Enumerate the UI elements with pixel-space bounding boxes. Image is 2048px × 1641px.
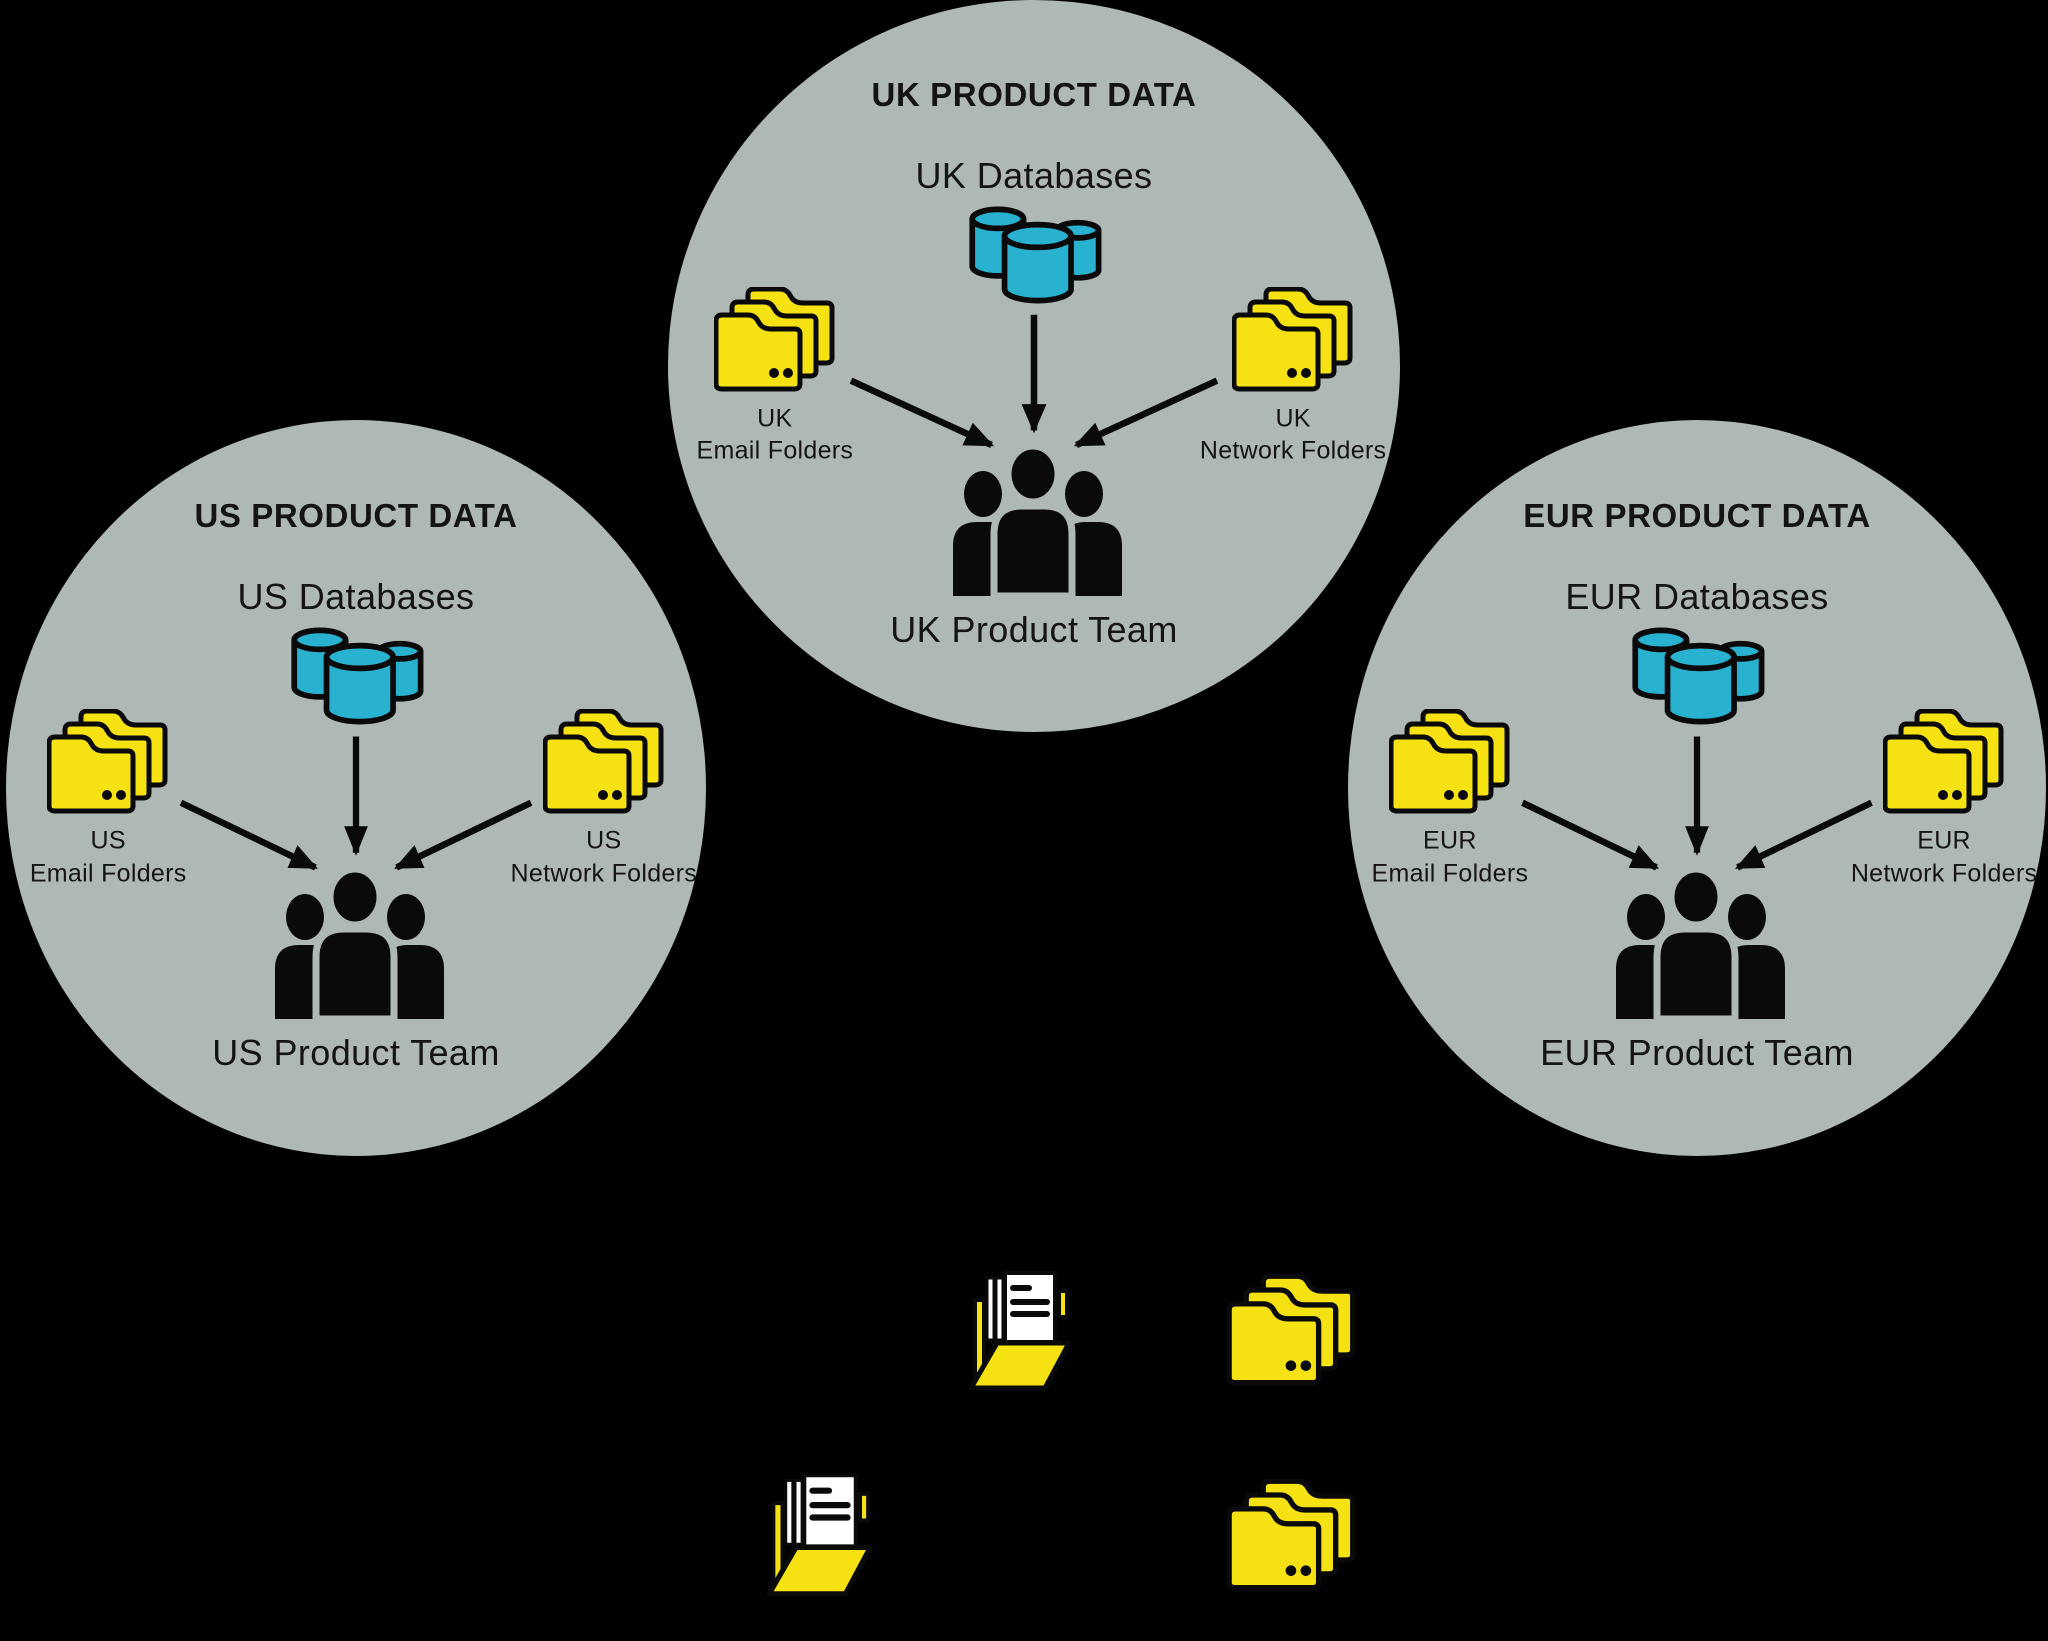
network-folders-label-line2: Network Folders [1199,436,1387,465]
database-icon [958,203,1110,306]
region-circle-us: US PRODUCT DATA US Databases US Email Fo… [6,420,706,1156]
region-title: US PRODUCT DATA [194,496,518,534]
network-folders-label: US Network Folders [450,825,758,890]
team-label: UK Product Team [890,608,1178,650]
databases-label: UK Databases [915,154,1153,196]
open-folder-documents-icon [968,1266,1090,1392]
email-folders-label: UK Email Folders [614,402,936,467]
network-folder-stack-icon [1232,287,1354,393]
email-folders-label-line2: Email Folders [29,859,187,888]
team-people-icon [945,444,1123,596]
network-folder-stack-icon [1883,709,2005,815]
network-folders-label-line2: Network Folders [1850,859,2038,888]
database-icon [280,625,432,728]
databases-label: EUR Databases [1565,575,1829,617]
network-folders-label-line1: EUR [1917,826,1971,855]
database-icon [1621,625,1773,728]
email-folders-label-line1: UK [757,404,793,433]
email-folder-stack-icon [47,709,169,815]
folder-stack-icon [1227,1274,1357,1387]
databases-label: US Databases [237,575,475,617]
open-folder-documents-icon [766,1468,892,1598]
network-folders-label: UK Network Folders [1132,402,1454,467]
email-folders-label-line1: EUR [1423,826,1477,855]
network-folders-label-line1: US [586,826,622,855]
network-folders-label-line2: Network Folders [510,859,698,888]
team-people-icon [1608,867,1786,1019]
region-circle-eur: EUR PRODUCT DATA EUR Databases EUR Email… [1348,420,2046,1156]
email-folders-label-line1: US [90,826,126,855]
email-folders-label-line2: Email Folders [696,436,854,465]
data-flow-arrows [179,736,533,871]
team-label: EUR Product Team [1540,1031,1854,1073]
team-label: US Product Team [212,1031,500,1073]
email-folder-stack-icon [1389,709,1511,815]
folder-stack-icon [1227,1479,1357,1592]
region-title: UK PRODUCT DATA [871,76,1197,114]
email-folders-label: US Email Folders [0,825,262,890]
email-folder-stack-icon [714,287,836,393]
region-circle-uk: UK PRODUCT DATA UK Databases UK Email Fo… [668,0,1400,732]
team-people-icon [267,867,445,1019]
data-flow-arrows [849,314,1219,449]
data-flow-arrows [1521,736,1873,871]
network-folder-stack-icon [543,709,665,815]
network-folders-label-line1: UK [1275,404,1311,433]
network-folders-label: EUR Network Folders [1791,825,2048,890]
region-title: EUR PRODUCT DATA [1523,496,1871,534]
email-folders-label-line2: Email Folders [1371,859,1529,888]
email-folders-label: EUR Email Folders [1296,825,1603,890]
